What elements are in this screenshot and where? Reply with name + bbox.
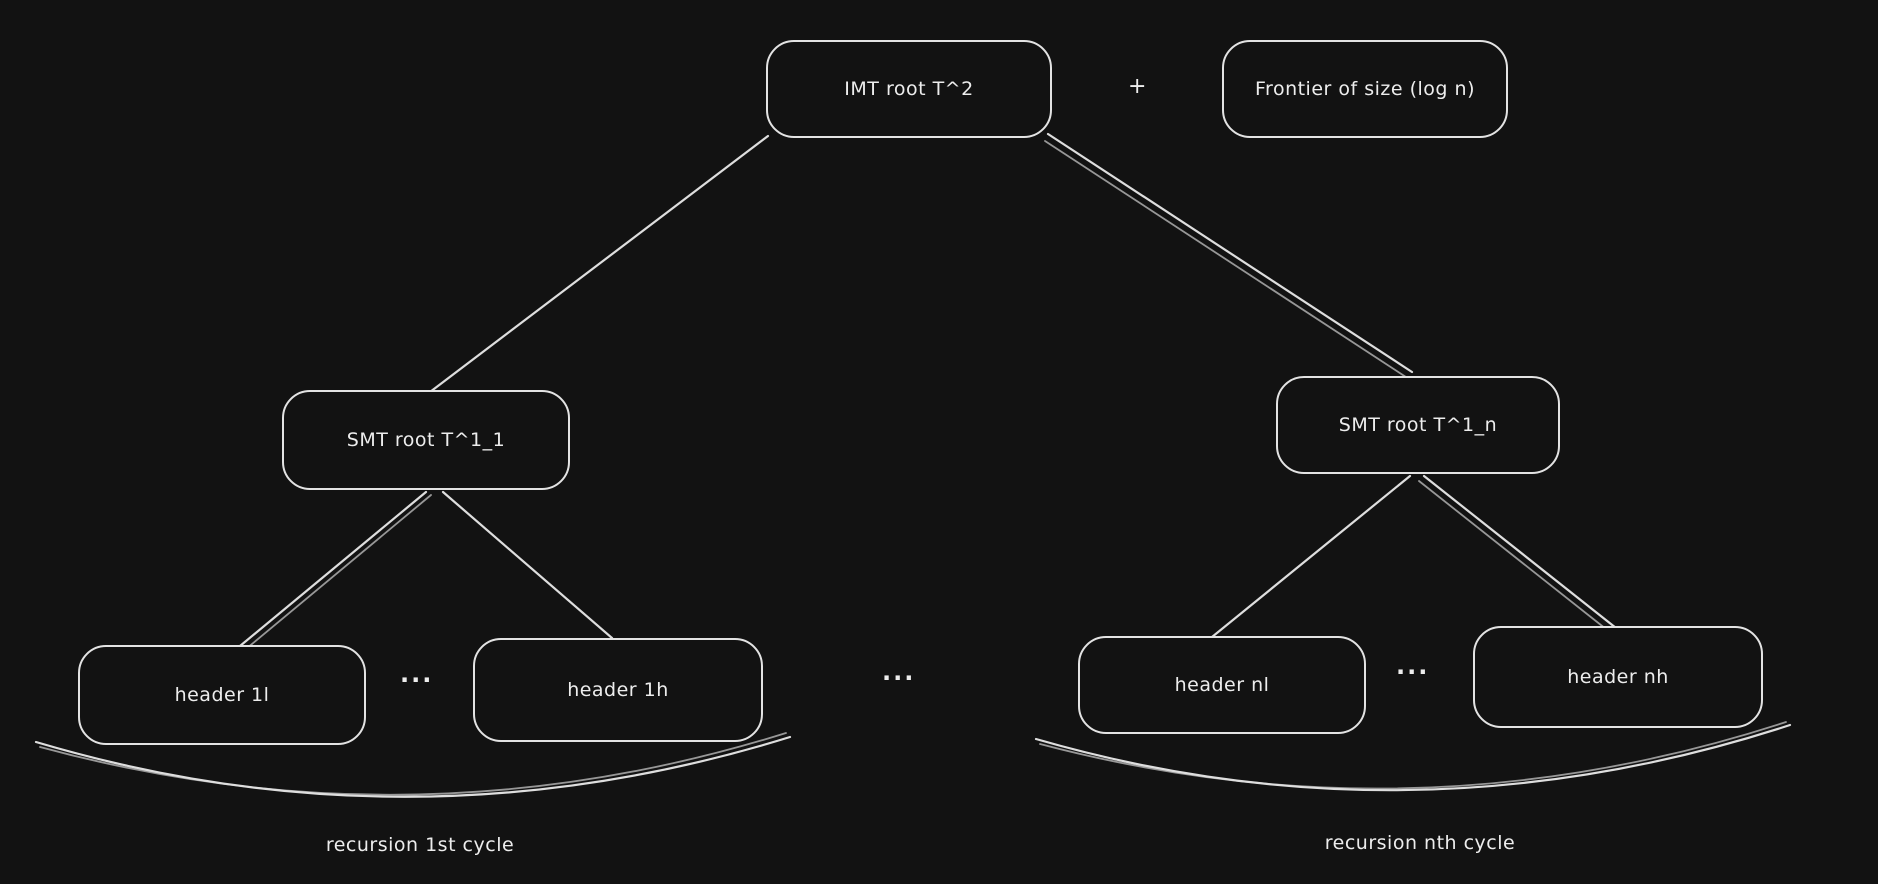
node-frontier-label: Frontier of size (log n) <box>1255 78 1475 100</box>
node-header-1h-label: header 1h <box>567 679 669 701</box>
connector-smt1-to-h1l <box>238 490 428 648</box>
ellipsis-left: ... <box>400 660 434 688</box>
brace-right-ghost <box>1039 721 1787 790</box>
ellipsis-center: ... <box>882 658 916 686</box>
connector-smtn-to-hnh-ghost <box>1418 480 1612 634</box>
node-imt-root: IMT root T^2 <box>766 40 1052 138</box>
brace-left-label: recursion 1st cycle <box>325 834 515 856</box>
node-smt-root-1-label: SMT root T^1_1 <box>346 429 506 451</box>
plus-operator: + <box>1128 74 1147 99</box>
node-header-nl-label: header nl <box>1174 674 1270 696</box>
connector-imt-to-smtn-ghost <box>1044 140 1410 380</box>
node-header-nh: header nh <box>1473 626 1763 728</box>
node-frontier: Frontier of size (log n) <box>1222 40 1508 138</box>
connector-smtn-to-hnh <box>1422 474 1618 630</box>
node-header-nl: header nl <box>1078 636 1366 734</box>
node-smt-root-n-label: SMT root T^1_n <box>1338 414 1498 436</box>
node-smt-root-1: SMT root T^1_1 <box>282 390 570 490</box>
connector-imt-to-smt1 <box>428 134 770 394</box>
node-header-1l-label: header 1l <box>174 684 270 706</box>
brace-right <box>1034 723 1792 792</box>
connector-imt-to-smtn <box>1046 132 1414 374</box>
node-imt-root-label: IMT root T^2 <box>844 78 974 100</box>
connector-smtn-to-hnl <box>1210 474 1412 639</box>
ellipsis-right: ... <box>1396 652 1430 680</box>
brace-right-label: recursion nth cycle <box>1324 832 1516 854</box>
node-header-1h: header 1h <box>473 638 763 742</box>
connector-smt1-to-h1l-ghost <box>245 494 432 650</box>
node-header-nh-label: header nh <box>1567 666 1669 688</box>
brace-left <box>34 735 792 798</box>
connector-smt1-to-h1h <box>441 490 614 640</box>
node-smt-root-n: SMT root T^1_n <box>1276 376 1560 474</box>
brace-left-ghost <box>39 732 787 796</box>
node-header-1l: header 1l <box>78 645 366 745</box>
